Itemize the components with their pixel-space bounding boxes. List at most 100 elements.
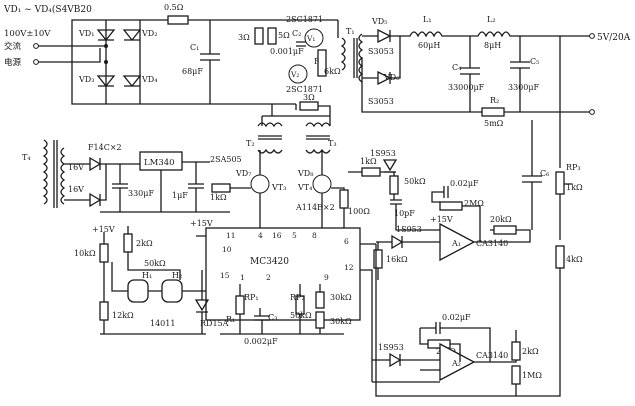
label-c1u: 1μF <box>172 191 188 200</box>
capacitor-10pf <box>390 199 402 205</box>
diode-f14c-1 <box>89 156 102 172</box>
diode-vd2 <box>122 29 142 42</box>
diode-vd4 <box>122 75 142 88</box>
label-r50k: 50kΩ <box>404 177 426 186</box>
resistor-20k <box>493 225 517 235</box>
resistor-16k <box>373 249 383 269</box>
label-r2k-b: 2kΩ <box>522 347 539 356</box>
inductor-l2 <box>470 31 590 38</box>
label-pin4: 4 <box>258 231 263 240</box>
gate-h2 <box>161 279 183 303</box>
label-r2-val: 5mΩ <box>484 119 504 128</box>
label-r16k: 16kΩ <box>386 255 408 264</box>
label-s3053b: S3053 <box>368 97 394 106</box>
label-r1: R₁ <box>226 315 235 324</box>
label-h1: H₁ <box>142 271 152 280</box>
label-vt4: VT₄ <box>297 183 312 192</box>
resistor-1m <box>511 365 521 385</box>
label-pin2: 2 <box>266 273 271 282</box>
diode-1s953-a <box>382 159 398 173</box>
diode-vd3 <box>96 75 116 88</box>
label-pin12: 12 <box>344 263 354 272</box>
label-rp1: RP₁ <box>244 293 259 302</box>
label-pin16: 16 <box>272 231 282 240</box>
resistor-2m-a <box>439 201 463 211</box>
label-pin6: 6 <box>344 237 349 246</box>
label-c3: C₃ <box>268 313 277 322</box>
label-14011: 14011 <box>150 319 175 328</box>
resistor-100 <box>339 189 349 209</box>
label-c2-val: 0.001μF <box>270 47 304 56</box>
label-r20k: 20kΩ <box>490 215 512 224</box>
resistor-1k-b <box>361 167 381 177</box>
label-c0002: 0.002μF <box>244 337 278 346</box>
potentiometer-rp3 <box>555 171 565 195</box>
label-s3053a: S3053 <box>368 47 394 56</box>
capacitor-002a <box>443 186 449 198</box>
logic-section: +15V 2kΩ 10kΩ 50kΩ H₁ H₂ 14011 12kΩ RD15… <box>74 225 229 335</box>
label-v1: V₁ <box>306 34 315 43</box>
resistor-2k-b <box>511 341 521 361</box>
label-c330: 330μF <box>128 189 154 198</box>
label-c10p: 10pF <box>394 209 415 218</box>
label-output: 5V/20A <box>597 33 631 43</box>
label-pin15: 15 <box>220 271 230 280</box>
transformer-t4 <box>42 139 66 208</box>
label-dianyuan: 电源 <box>4 57 22 68</box>
label-c1: C₁ <box>190 43 199 52</box>
ic-mc3420 <box>205 227 361 321</box>
label-f14c: F14C×2 <box>88 143 122 152</box>
label-r4k: 4kΩ <box>566 255 583 264</box>
resistor-12k <box>99 301 109 321</box>
resistor-3ohm-b <box>299 101 319 111</box>
label-vd5: VD₅ <box>371 17 387 26</box>
label-r2: R₂ <box>490 96 499 105</box>
output-terminal-pos <box>589 33 595 39</box>
resistor-05ohm <box>167 15 189 25</box>
label-p15v-ic: +15V <box>190 219 213 228</box>
label-vd4: VD₄ <box>141 75 157 84</box>
resistor-1k-a <box>211 183 231 193</box>
label-r3ohm: 3Ω <box>238 33 250 42</box>
label-pin8: 8 <box>312 231 317 240</box>
label-c6: C₆ <box>540 169 549 178</box>
label-2sa505: 2SA505 <box>210 155 242 164</box>
label-r1k-a: 1kΩ <box>210 193 227 202</box>
inductor-l1 <box>400 31 470 38</box>
capacitor-c4 <box>460 36 480 112</box>
label-rp3: RP₃ <box>566 163 581 172</box>
label-v2: V₂ <box>290 70 299 79</box>
label-r12k: 12kΩ <box>112 311 134 320</box>
label-vd3: VD₃ <box>78 75 94 84</box>
label-pin9: 9 <box>324 273 329 282</box>
label-r05: 0.5Ω <box>164 3 184 12</box>
label-c002a: 0.02μF <box>450 179 479 188</box>
label-ca3140a: CA3140 <box>476 239 508 248</box>
label-c4-val: 33000μF <box>448 83 485 92</box>
resistor-10k <box>99 243 109 263</box>
diode-vd1 <box>96 29 116 42</box>
label-pin5: 5 <box>292 231 297 240</box>
controller-section: MC3420 11 4 16 5 8 6 10 15 1 2 9 12 +15V… <box>190 219 376 382</box>
ac-terminal-1 <box>33 43 39 49</box>
label-c4: C₄ <box>452 63 461 72</box>
label-a114e: A114E×2 <box>295 203 335 212</box>
capacitor-c5 <box>510 36 530 112</box>
label-r2m-a: 2MΩ <box>464 199 484 208</box>
label-t3: T₃ <box>328 139 337 148</box>
amplifier-section: 1S953 50kΩ 10pF 0.02μF 2MΩ +15V A₁ CA314… <box>370 149 561 397</box>
label-r30k-a: 30kΩ <box>330 293 352 302</box>
label-t4: T₄ <box>22 153 31 162</box>
label-r3ohm-b: 3Ω <box>303 93 315 102</box>
label-r5ohm: 5Ω <box>278 31 290 40</box>
label-1s953-a: 1S953 <box>370 149 396 158</box>
inverter-section: 3Ω 5Ω 2SC1871 V₁ C₂ 0.001μF V₂ R 6kΩ 2SC… <box>238 15 364 154</box>
label-r2k-a: 2kΩ <box>136 239 153 248</box>
label-l2-val: 8μH <box>484 41 501 50</box>
label-t2: T₂ <box>246 139 255 148</box>
transistor-vt1 <box>304 28 324 48</box>
potentiometer-rp1 <box>235 295 245 315</box>
diode-vd5 <box>377 28 392 44</box>
label-rd15a: RD15A <box>200 319 229 328</box>
